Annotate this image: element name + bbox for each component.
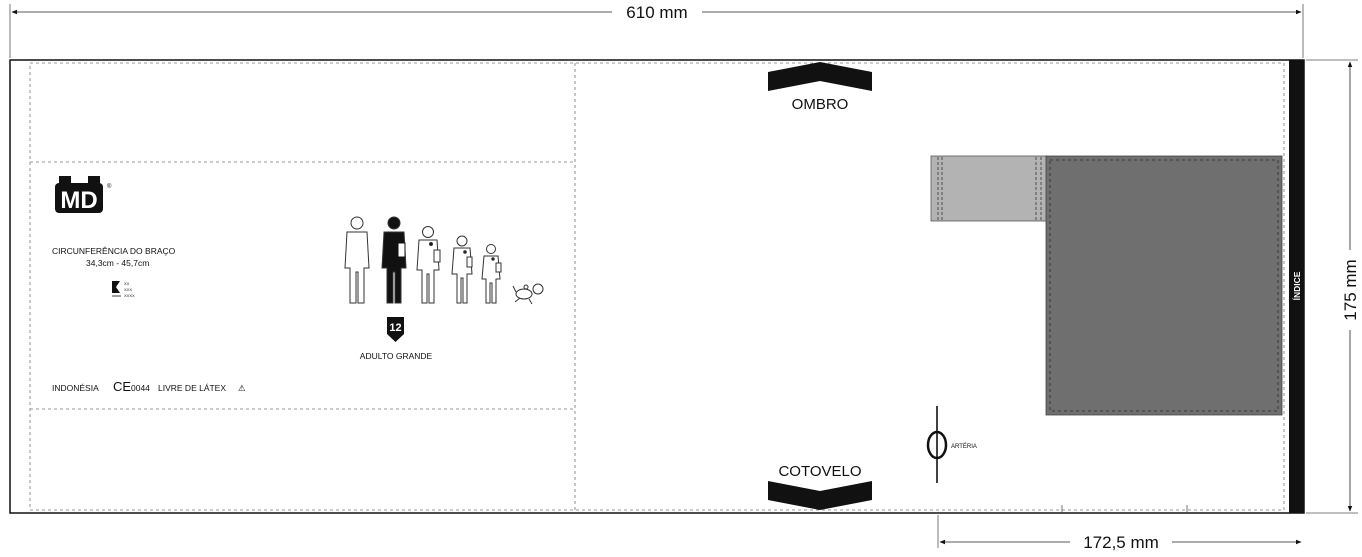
ce-mark: CE (113, 379, 131, 394)
dimension-height: 175 mm (1306, 59, 1360, 514)
cert-line-2: XXX (124, 287, 132, 292)
shoulder-arrow-icon (768, 62, 872, 91)
width-label: 610 mm (626, 3, 687, 22)
figure-adult-icon (416, 226, 441, 304)
index-bar (1289, 60, 1304, 513)
size-badge: 12 (387, 317, 404, 342)
elbow-label: COTOVELO (778, 463, 861, 480)
figure-adult-xl-icon (344, 216, 370, 304)
warning-icon: ⚠ (238, 383, 246, 393)
dimension-width: 610 mm (9, 3, 1304, 58)
bladder (1045, 155, 1283, 416)
dimension-bottom: 172,5 mm (937, 515, 1302, 552)
edge-ticks (1061, 505, 1188, 513)
figure-small-adult-icon (451, 235, 473, 304)
size-number: 12 (389, 322, 401, 334)
figure-child-icon (481, 244, 502, 304)
cert-line-1: XX (124, 281, 130, 286)
ce-code: 0044 (131, 383, 150, 393)
registered-mark: ® (107, 183, 112, 190)
shoulder-label: OMBRO (792, 96, 849, 113)
cuff-seam (29, 62, 1285, 511)
elbow-arrow-icon (768, 481, 872, 510)
figure-adult-large-icon (381, 216, 407, 304)
cuff-tab (930, 155, 1048, 222)
size-figures (344, 216, 544, 305)
height-label: 175 mm (1341, 259, 1360, 320)
logo-text: MD (60, 187, 97, 214)
cert-line-3: XXXX (124, 293, 135, 298)
arm-circumference-range: 34,3cm - 45,7cm (86, 258, 149, 268)
figure-infant-icon (512, 283, 544, 305)
certification-icon: XX XXX XXXX (112, 281, 135, 298)
bladder-seam (1049, 159, 1279, 412)
latex-free-label: LIVRE DE LÁTEX (158, 383, 226, 393)
md-logo: MD ® (55, 176, 112, 214)
index-label: ÍNDICE (1292, 271, 1302, 300)
bottom-dimension-label: 172,5 mm (1083, 533, 1159, 552)
artery-icon (926, 406, 948, 483)
artery-label: ARTÉRIA (951, 443, 977, 450)
arm-circumference-title: CIRCUNFERÊNCIA DO BRAÇO (52, 246, 176, 256)
size-label: ADULTO GRANDE (360, 351, 433, 361)
origin-country: INDONÉSIA (52, 383, 99, 393)
